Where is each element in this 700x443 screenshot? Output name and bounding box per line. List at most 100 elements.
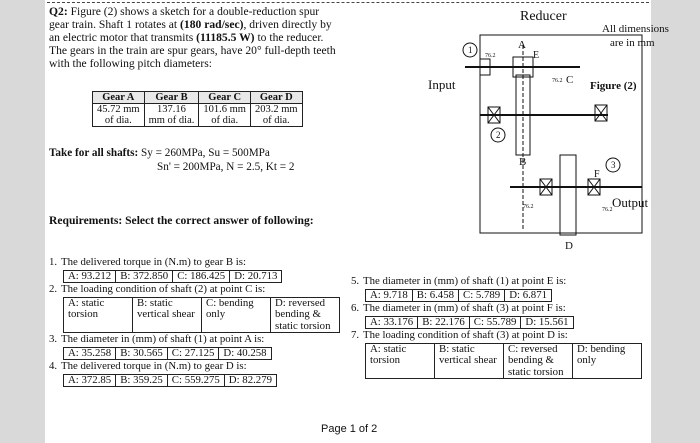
answer-option[interactable]: C: 55.789	[470, 316, 522, 328]
point-a-label: A	[518, 39, 526, 51]
gear-b-outline	[515, 74, 531, 156]
table-header-row: Gear A Gear B Gear C Gear D	[92, 91, 303, 104]
answer-option[interactable]: A: 93.212	[64, 270, 117, 282]
answer-option[interactable]: C: 27.125	[168, 347, 220, 359]
document-page: Q2: Figure (2) shows a sketch for a doub…	[45, 0, 669, 443]
shaft-3-marker	[605, 157, 621, 173]
shaft-1-marker	[462, 42, 478, 58]
question-text: 7.The loading condition of shaft (3) at …	[351, 329, 651, 342]
bearing-cross	[487, 106, 501, 124]
page-number: Page 1 of 2	[321, 423, 378, 435]
bearing-input	[479, 58, 491, 76]
answer-option[interactable]: D: 15.561	[525, 315, 569, 328]
answer-option[interactable]: D: 6.871	[509, 288, 547, 301]
answer-option[interactable]: B: 6.458	[413, 289, 459, 301]
answer-option[interactable]: D: 20.713	[234, 269, 278, 282]
intro-line-2b: , driven directly by	[243, 18, 332, 31]
point-c-label: C	[566, 74, 573, 86]
answer-option[interactable]: C: 559.275	[168, 374, 225, 386]
speed-value: (180 rad/sec)	[180, 18, 244, 31]
answer-option[interactable]: D: bending only	[577, 342, 626, 366]
question-prompt: The diameter in (mm) of shaft (1) at poi…	[61, 333, 265, 345]
bearing-cross	[594, 104, 608, 122]
answer-option[interactable]: D: reversed bending & static torsion	[275, 296, 331, 332]
reducer-sketch: 1 2 3 76.2 76.2 76.2 76.2 A E C B F D	[462, 34, 643, 252]
bearing-left	[487, 106, 501, 124]
question-number: 3.	[49, 333, 58, 345]
intro-line-2: gear train. Shaft 1 rotates at	[49, 18, 178, 31]
input-label: Input	[428, 77, 456, 92]
shaft-1-number: 1	[468, 45, 473, 55]
questions-right-column: 5.The diameter in (mm) of shaft (1) at p…	[351, 275, 651, 380]
reducer-title: Reducer	[520, 9, 567, 24]
questions-left-column: 1.The delivered torque in (N.m) to gear …	[49, 256, 349, 388]
output-label: Output	[612, 195, 649, 210]
point-e-label: E	[533, 50, 539, 61]
shaft-properties: Take for all shafts: Sy = 260MPa, Su = 5…	[49, 146, 295, 174]
question-number: 1.	[49, 256, 58, 268]
intro-line-3: an electric motor that transmits	[49, 31, 194, 44]
question-prompt: The diameter in (mm) of shaft (1) at poi…	[363, 275, 567, 287]
answer-option[interactable]: B: 30.565	[116, 347, 168, 359]
answer-option[interactable]: A: 9.718	[366, 289, 413, 301]
question-prompt: The diameter in (mm) of shaft (3) at poi…	[363, 302, 566, 314]
answer-option[interactable]: D: 40.258	[223, 346, 267, 359]
bearing-shaft3	[539, 178, 553, 196]
point-b-label: B	[519, 156, 526, 168]
answer-option[interactable]: A: 35.258	[64, 347, 117, 359]
answer-option[interactable]: C: 186.425	[173, 270, 231, 282]
answer-option[interactable]: B: 372.850	[116, 270, 174, 282]
bearing-cross	[539, 178, 553, 196]
answer-option[interactable]: B: static vertical shear	[133, 297, 202, 332]
shafts-line-1: Sy = 260MPa, Su = 500MPa	[141, 147, 270, 159]
dimension-label: 76.2	[485, 53, 496, 59]
shafts-line-2: Sn' = 200MPa, N = 2.5, Kt = 2	[157, 161, 295, 173]
question-text: 3.The diameter in (mm) of shaft (1) at p…	[49, 333, 349, 346]
question-item: 6.The diameter in (mm) of shaft (3) at p…	[351, 302, 651, 329]
table-header: Gear D	[249, 91, 303, 104]
question-text: 2.The loading condition of shaft (2) at …	[49, 283, 349, 296]
question-prompt: The delivered torque in (N.m) to gear B …	[61, 256, 246, 268]
answer-option[interactable]: C: bending only	[202, 297, 271, 332]
answer-option[interactable]: A: 33.176	[366, 316, 419, 328]
question-number: 7.	[351, 329, 360, 341]
shafts-lead: Take for all shafts:	[49, 147, 139, 159]
question-text: 4.The delivered torque in (N.m) to gear …	[49, 360, 349, 373]
dimension-label: 76.2	[523, 204, 534, 210]
intro-line-3b: to the reducer.	[257, 31, 324, 44]
answer-option[interactable]: A: 372.85	[64, 374, 117, 386]
figure-caption: Figure (2)	[590, 80, 637, 92]
bearing-cross	[587, 178, 601, 196]
answer-option[interactable]: B: static vertical shear	[435, 343, 504, 378]
bearing-right	[594, 104, 608, 122]
answer-option[interactable]: C: 5.789	[459, 289, 506, 301]
answer-option[interactable]: B: 22.176	[418, 316, 470, 328]
question-item: 3.The diameter in (mm) of shaft (1) at p…	[49, 333, 349, 360]
dimension-label: 76.2	[552, 78, 563, 84]
intro-line-5: with the following pitch diameters:	[49, 57, 212, 70]
table-header: Gear C	[198, 91, 251, 104]
question-item: 7.The loading condition of shaft (3) at …	[351, 329, 651, 379]
question-prompt: The delivered torque in (N.m) to gear D …	[61, 360, 247, 372]
question-number: 5.	[351, 275, 360, 287]
power-value: (11185.5 W)	[196, 31, 255, 44]
answer-option[interactable]: D: 82.279	[228, 373, 272, 386]
shaft-2-number: 2	[496, 130, 501, 140]
top-dashed-border	[47, 2, 649, 3]
question-item: 4.The delivered torque in (N.m) to gear …	[49, 360, 349, 387]
table-header: Gear B	[143, 91, 200, 104]
point-f-label: F	[594, 169, 600, 180]
answer-option[interactable]: A: static torsion	[64, 297, 133, 332]
answer-option[interactable]: C: reversed bending & static torsion	[504, 343, 573, 378]
answer-option[interactable]: A: static torsion	[366, 343, 435, 378]
answer-option[interactable]: B: 359.25	[116, 374, 168, 386]
